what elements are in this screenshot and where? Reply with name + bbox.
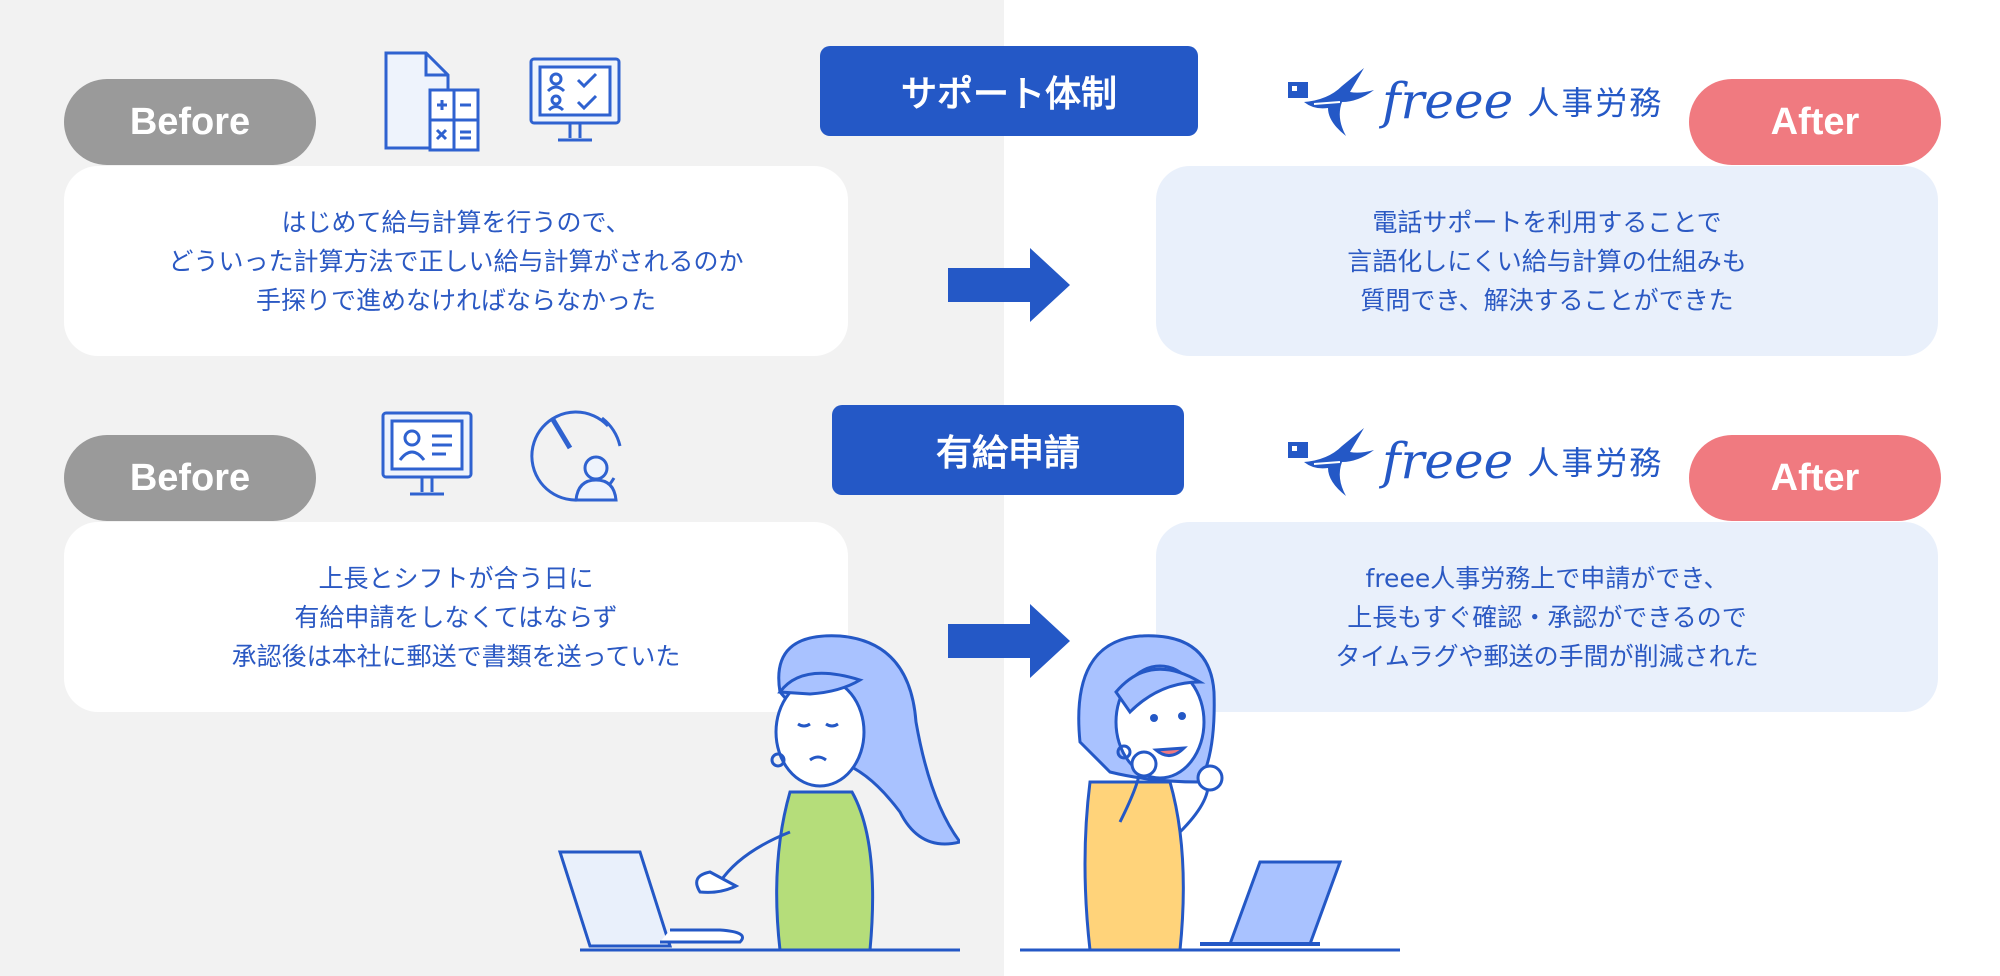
card-line: はじめて給与計算を行うので、	[281, 207, 631, 237]
right-arrow-icon	[948, 248, 1070, 322]
swallow-logo-icon	[1288, 68, 1374, 136]
freee-logo: freee 人事労務	[1284, 64, 1663, 138]
section-banner-support: サポート体制	[820, 46, 1198, 136]
freee-logo: freee 人事労務	[1284, 424, 1663, 498]
card-line: 承認後は本社に郵送で書類を送っていた	[231, 641, 681, 671]
worried-woman-illustration	[557, 634, 960, 952]
logo-suffix: 人事労務	[1527, 444, 1664, 482]
right-arrow-icon	[948, 604, 1070, 678]
section-banner-leave: 有給申請	[832, 405, 1184, 495]
before-badge: Before	[64, 435, 316, 521]
document-calculator-icon	[384, 51, 480, 152]
happy-woman-illustration	[1020, 634, 1400, 952]
logo-word: freee	[1382, 432, 1514, 490]
after-card: 電話サポートを利用することで 言語化しにくい給与計算の仕組みも 質問でき、解決す…	[1156, 166, 1938, 356]
after-badge: After	[1689, 435, 1941, 521]
card-line: freee人事労務上で申請ができ、	[1365, 563, 1729, 593]
before-badge: Before	[64, 79, 316, 165]
card-line: 上長もすぐ確認・承認ができるので	[1347, 602, 1747, 632]
logo-suffix: 人事労務	[1527, 84, 1664, 122]
before-card: はじめて給与計算を行うので、 どういった計算方法で正しい給与計算がされるのか 手…	[64, 166, 848, 356]
monitor-checklist-icon	[529, 57, 621, 142]
card-line: 有給申請をしなくてはならず	[294, 602, 618, 632]
card-line: 電話サポートを利用することで	[1372, 207, 1722, 237]
clock-person-icon	[530, 410, 622, 502]
card-line: 上長とシフトが合う日に	[318, 563, 594, 593]
swallow-logo-icon	[1288, 428, 1374, 496]
card-line: 手探りで進めなければならなかった	[255, 285, 656, 315]
logo-word: freee	[1382, 72, 1514, 130]
after-badge: After	[1689, 79, 1941, 165]
before-card: 上長とシフトが合う日に 有給申請をしなくてはならず 承認後は本社に郵送で書類を送…	[64, 522, 848, 712]
card-line: 言語化しにくい給与計算の仕組みも	[1347, 246, 1747, 276]
card-line: どういった計算方法で正しい給与計算がされるのか	[168, 246, 744, 276]
after-card: freee人事労務上で申請ができ、 上長もすぐ確認・承認ができるので タイムラグ…	[1156, 522, 1938, 712]
monitor-profile-icon	[381, 411, 473, 496]
card-line: 質問でき、解決することができた	[1360, 285, 1734, 315]
card-line: タイムラグや郵送の手間が削減された	[1335, 641, 1759, 671]
